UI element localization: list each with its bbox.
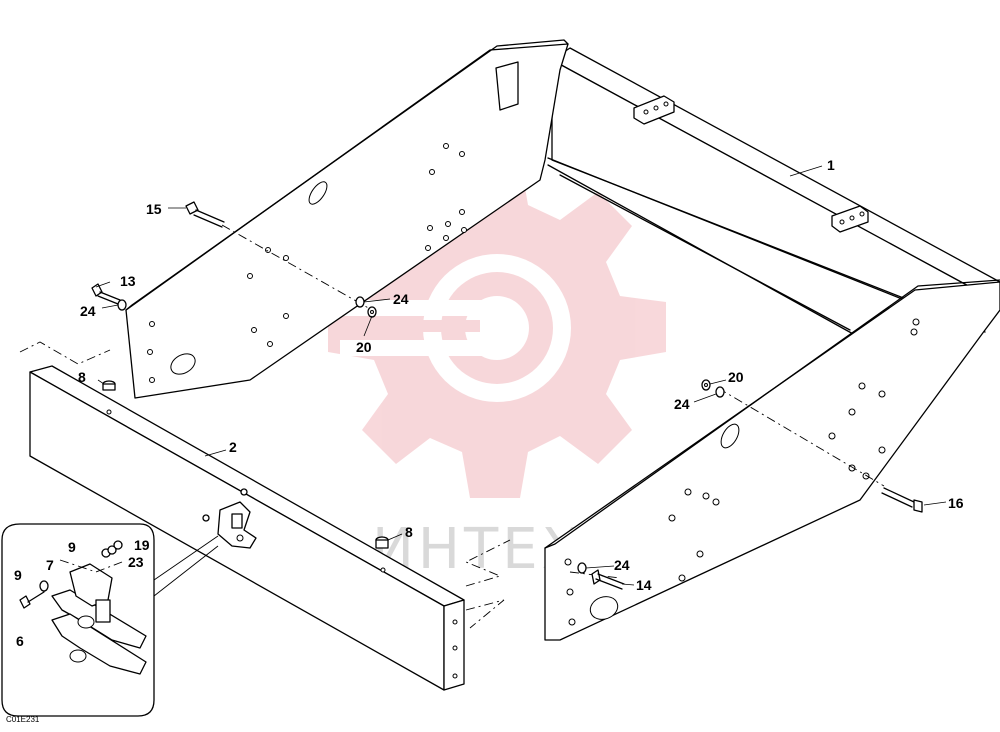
nut-20-right [701,379,711,391]
mounting-block-lower [831,205,869,233]
frame-right-side-plate [544,281,1000,641]
callout-2: 2 [229,439,237,455]
callout-13: 13 [120,273,136,289]
washer-24-right [715,386,725,398]
callout-9-left: 9 [14,567,22,583]
callout-24-left: 24 [80,303,96,319]
inset-washer-23 [107,545,117,555]
callout-16: 16 [948,495,964,511]
inset-nut-19 [113,540,123,550]
callout-19: 19 [134,537,150,553]
callout-23: 23 [128,554,144,570]
detail-inset [1,523,219,717]
callout-6: 6 [16,633,24,649]
callout-1: 1 [827,157,835,173]
callout-9-top: 9 [68,539,76,555]
callout-7: 7 [46,557,54,573]
drawing-code: C01E231 [6,715,40,724]
plug-8-right [375,536,389,549]
callout-8-left: 8 [78,369,86,385]
beam-bracket [217,501,257,549]
callout-15: 15 [146,201,162,217]
callout-24-center: 24 [393,291,409,307]
frame-left-side-plate [125,43,569,399]
inset-washer-9-left [39,580,49,592]
front-beam-end-face [443,599,465,691]
callout-24-lower: 24 [614,557,630,573]
front-beam-part-2 [29,365,465,691]
callout-8-right: 8 [405,524,413,540]
inset-bolt-6 [19,591,45,609]
frame-left-bracket-tab [495,61,519,111]
nut-20-center [367,306,377,318]
frame-part-1 [125,39,1000,641]
mounting-block-upper [633,95,675,125]
right-plate-holes [564,318,920,626]
callout-24-right: 24 [674,396,690,412]
plug-8-left [102,380,116,391]
callout-14: 14 [636,577,652,593]
hook-bracket-7 [51,563,147,675]
callout-20-right: 20 [728,369,744,385]
bolt-13 [91,283,121,305]
bolt-16 [881,487,923,513]
assembly-lines [19,224,885,629]
bolt-14 [591,569,625,590]
washer-24-lower [577,562,587,574]
left-plate-holes [147,143,467,383]
leader-lines [95,165,947,586]
washer-24-center [355,296,365,308]
callout-labels: 1 2 6 7 8 8 9 9 13 14 15 16 19 20 20 23 … [14,157,964,649]
callout-20-center: 20 [356,339,372,355]
washer-24-left [117,299,127,311]
bolt-15 [185,201,225,228]
